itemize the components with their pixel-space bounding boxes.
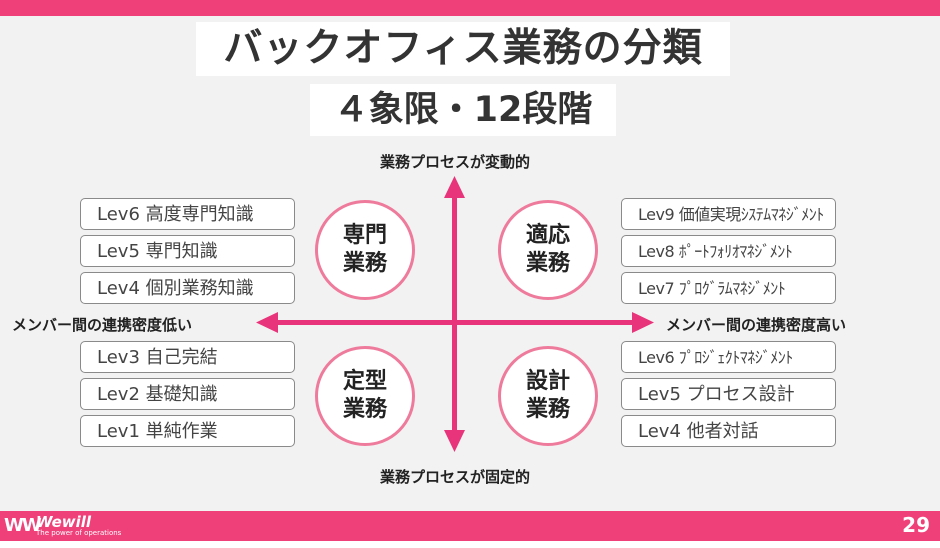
quadrant-label: 定型業務 xyxy=(342,369,387,422)
level-box: Lev9 価値実現ｼｽﾃﾑﾏﾈｼﾞﾒﾝﾄ xyxy=(621,198,836,230)
slide-title: バックオフィス業務の分類 xyxy=(196,22,730,76)
level-box: Lev4 他者対話 xyxy=(621,415,836,447)
axis-label-left: メンバー間の連携密度低い xyxy=(12,316,193,334)
page-number: 29 xyxy=(902,513,930,537)
level-box: Lev7 ﾌﾟﾛｸﾞﾗﾑﾏﾈｼﾞﾒﾝﾄ xyxy=(621,272,836,304)
bottom-accent-bar xyxy=(0,511,940,541)
quadrant-label: 適応業務 xyxy=(525,223,570,276)
quadrant-label: 設計業務 xyxy=(525,369,570,422)
level-box: Lev1 単純作業 xyxy=(80,415,295,447)
axis-label-top: 業務プロセスが変動的 xyxy=(379,153,530,171)
slide-subtitle: ４象限・12段階 xyxy=(310,84,616,136)
quadrant-circle-bottom-left: 定型業務 xyxy=(315,346,415,446)
level-box: Lev5 プロセス設計 xyxy=(621,378,836,410)
level-box: Lev8 ﾎﾟｰﾄﾌｫﾘｵﾏﾈｼﾞﾒﾝﾄ xyxy=(621,235,836,267)
axis-arrow-right xyxy=(632,312,654,333)
quadrant-label: 専門業務 xyxy=(342,223,387,276)
quadrant-circle-top-left: 専門業務 xyxy=(315,200,415,300)
quadrant-circle-top-right: 適応業務 xyxy=(498,200,598,300)
logo-tagline: The power of operations xyxy=(36,529,122,537)
logo-mark-icon: WW xyxy=(4,515,42,536)
horizontal-axis-line xyxy=(272,320,636,325)
quadrant-circle-bottom-right: 設計業務 xyxy=(498,346,598,446)
logo-name: Wewill xyxy=(36,513,92,531)
level-box: Lev6 高度専門知識 xyxy=(80,198,295,230)
top-accent-bar xyxy=(0,0,940,16)
level-box: Lev3 自己完結 xyxy=(80,341,295,373)
axis-arrow-up xyxy=(444,176,465,198)
level-box: Lev6 ﾌﾟﾛｼﾞｪｸﾄﾏﾈｼﾞﾒﾝﾄ xyxy=(621,341,836,373)
bottom-edge-strip xyxy=(0,541,940,548)
level-box: Lev5 専門知識 xyxy=(80,235,295,267)
axis-label-right: メンバー間の連携密度高い xyxy=(666,316,847,334)
axis-arrow-left xyxy=(256,312,278,333)
level-box: Lev2 基礎知識 xyxy=(80,378,295,410)
axis-arrow-down xyxy=(444,430,465,452)
axis-label-bottom: 業務プロセスが固定的 xyxy=(379,468,530,486)
level-box: Lev4 個別業務知識 xyxy=(80,272,295,304)
vertical-axis-line xyxy=(452,194,457,434)
